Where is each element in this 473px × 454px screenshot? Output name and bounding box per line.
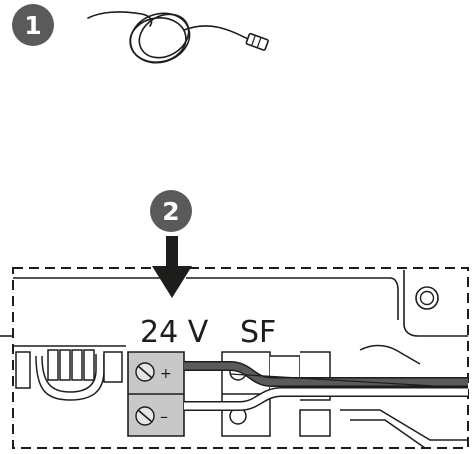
step-2-number: 2	[162, 196, 180, 226]
label-24v: 24 V	[140, 315, 209, 350]
cable-icon	[184, 361, 469, 411]
label-sf: SF	[240, 315, 277, 350]
svg-text:–: –	[160, 407, 168, 426]
terminal-detail-view: + –	[0, 267, 469, 449]
step-1-number: 1	[24, 10, 42, 40]
step-2-badge: 2	[150, 190, 192, 232]
svg-text:+: +	[160, 366, 172, 382]
sensor-cable-icon	[87, 11, 269, 64]
step-1-badge: 1	[12, 4, 54, 46]
terminal-block-icon: + –	[127, 351, 185, 437]
screw-icon	[415, 286, 439, 310]
down-arrow-icon	[152, 236, 192, 298]
